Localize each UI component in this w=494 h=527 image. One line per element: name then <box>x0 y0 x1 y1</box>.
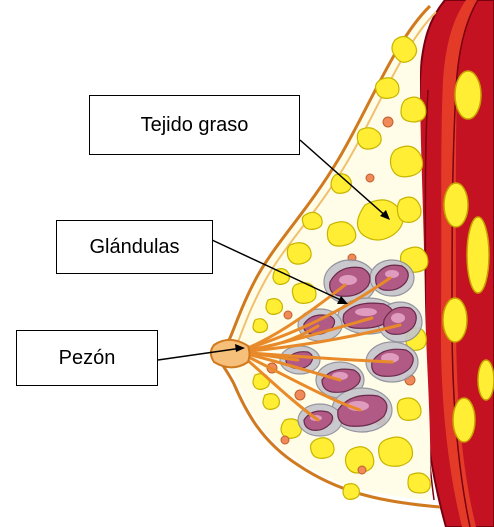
nodule <box>281 436 289 444</box>
label-glands-text: Glándulas <box>89 236 179 259</box>
gland-highlight <box>391 313 405 323</box>
fat-lobule <box>343 484 359 500</box>
fat-lobule <box>408 473 430 493</box>
gland-highlight <box>339 275 357 285</box>
muscle-fat-pocket <box>444 183 468 227</box>
chest-wall-muscle <box>419 0 494 527</box>
muscle-fat-pocket <box>478 360 494 400</box>
label-glands: Glándulas <box>56 220 213 274</box>
label-fat-tissue: Tejido graso <box>89 95 300 155</box>
gland-highlight <box>355 308 377 316</box>
muscle-fat-pocket <box>467 217 489 293</box>
nodule <box>284 311 292 319</box>
fat-lobule <box>263 394 279 410</box>
fat-lobule <box>401 97 426 122</box>
fat-lobule <box>357 128 381 149</box>
fat-lobule <box>379 437 413 466</box>
muscle-fat-pocket <box>453 398 475 442</box>
fat-lobule <box>311 438 335 459</box>
muscle-fat-pocket <box>455 71 481 119</box>
label-fat-tissue-text: Tejido graso <box>141 114 249 137</box>
muscle-fat-pocket <box>443 298 467 342</box>
gland-highlight <box>385 270 399 278</box>
label-nipple: Pezón <box>16 330 158 386</box>
fat-lobule <box>391 146 423 177</box>
fat-lobule <box>253 319 268 333</box>
label-nipple-text: Pezón <box>59 347 116 370</box>
fat-lobule <box>376 78 400 99</box>
nodule <box>358 466 366 474</box>
fat-lobule <box>266 299 282 315</box>
nodule <box>383 117 393 127</box>
fat-lobule <box>302 212 322 229</box>
nodule <box>366 174 374 182</box>
nodule <box>295 390 305 400</box>
fat-lobule <box>287 243 311 264</box>
nipple <box>211 340 250 367</box>
fat-lobule <box>273 269 289 285</box>
fat-lobule <box>292 283 316 304</box>
fat-lobule <box>397 398 421 420</box>
fat-lobule <box>327 222 355 246</box>
nipple-shape <box>211 340 250 367</box>
fat-lobule <box>397 197 421 222</box>
